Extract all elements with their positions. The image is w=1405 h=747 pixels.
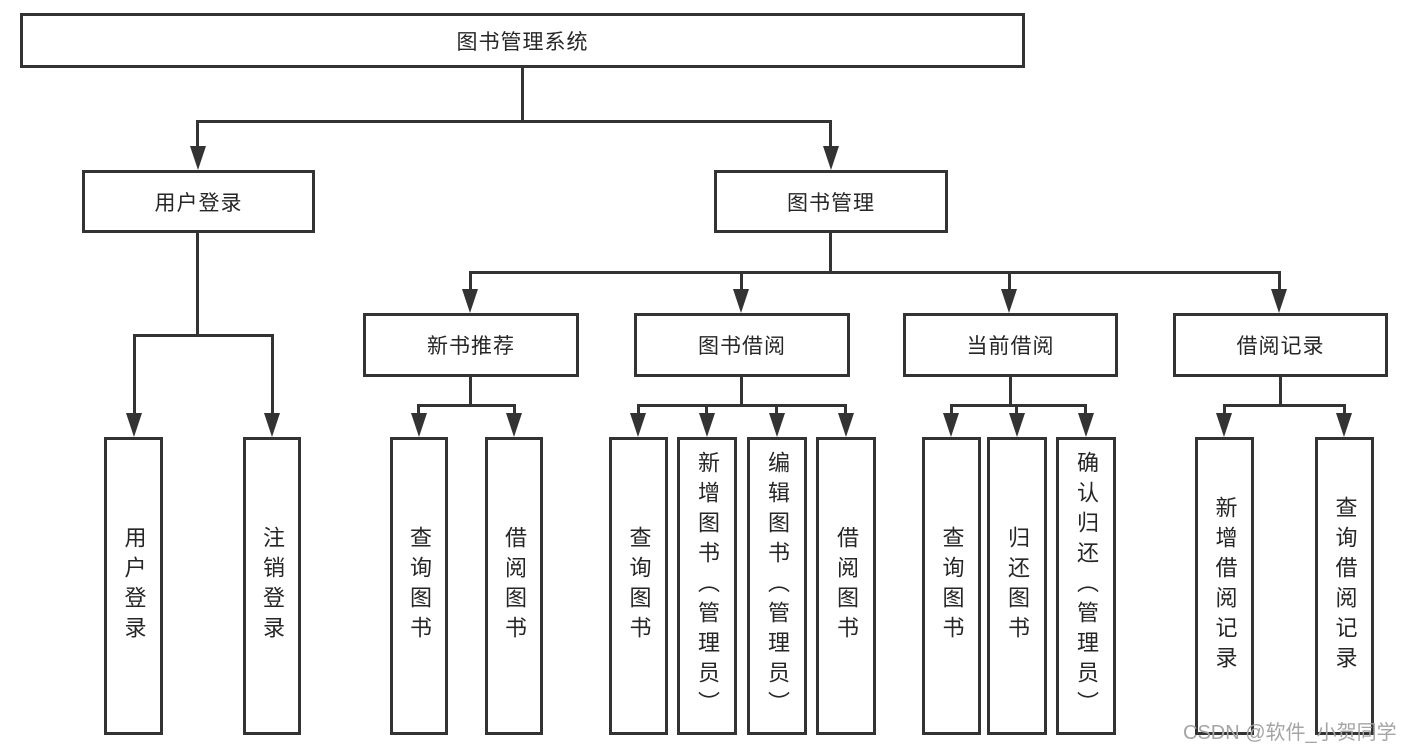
connector	[829, 120, 832, 148]
leaf-query-books-borrowing: 查询图书	[609, 437, 668, 735]
node-label: 借阅图书	[834, 526, 859, 646]
node-label: 编辑图书（管理员）	[765, 451, 790, 721]
node-current-borrowing: 当前借阅	[903, 313, 1118, 377]
arrowhead	[699, 413, 715, 437]
leaf-borrow-books: 借阅图书	[816, 437, 876, 735]
connector	[196, 232, 199, 336]
node-label: 查询图书	[626, 526, 652, 646]
arrowhead	[1078, 413, 1094, 437]
connector	[740, 271, 743, 293]
node-label: 用户登录	[121, 526, 147, 646]
connector	[950, 404, 953, 416]
node-label: 新书推荐	[427, 335, 515, 358]
node-new-book-recommend: 新书推荐	[363, 313, 579, 377]
arrowhead	[1001, 289, 1017, 313]
node-label: 新增借阅记录	[1212, 496, 1238, 676]
connector	[637, 404, 847, 407]
connector	[705, 404, 708, 416]
leaf-query-books-recommend: 查询图书	[390, 437, 448, 735]
connector	[637, 404, 640, 416]
arrowhead	[264, 413, 280, 437]
arrowhead	[943, 413, 959, 437]
node-label: 借阅记录	[1236, 335, 1325, 358]
leaf-logout-login: 注销登录	[243, 437, 301, 735]
connector	[417, 404, 516, 407]
node-label: 查询图书	[939, 526, 965, 646]
connector	[271, 334, 274, 416]
leaf-query-books-current: 查询图书	[922, 437, 981, 735]
connector	[775, 404, 778, 416]
connector	[521, 66, 524, 123]
leaf-edit-books-admin: 编辑图书（管理员）	[747, 437, 807, 735]
connector	[829, 232, 832, 274]
connector	[469, 375, 472, 407]
node-user-login: 用户登录	[82, 170, 315, 233]
node-book-management: 图书管理	[714, 170, 948, 233]
leaf-query-borrow-record: 查询借阅记录	[1315, 437, 1374, 735]
connector	[513, 404, 516, 416]
arrowhead	[506, 413, 522, 437]
node-label: 图书借阅	[698, 335, 786, 358]
connector	[196, 120, 199, 148]
connector	[133, 334, 136, 416]
connector	[133, 334, 274, 337]
leaf-add-books-admin: 新增图书（管理员）	[677, 437, 737, 735]
connector	[469, 271, 1281, 274]
leaf-confirm-return-admin: 确认归还（管理员）	[1056, 437, 1116, 735]
node-label: 查询借阅记录	[1332, 496, 1358, 676]
connector	[1084, 404, 1087, 416]
connector	[1223, 404, 1226, 416]
arrowhead	[126, 413, 142, 437]
node-label: 借阅图书	[502, 526, 527, 646]
connector	[417, 404, 420, 416]
arrowhead	[1336, 413, 1352, 437]
node-label: 归还图书	[1005, 526, 1030, 646]
node-label: 查询图书	[407, 526, 432, 646]
node-label: 图书管理系统	[456, 30, 589, 54]
connector	[1008, 271, 1011, 293]
connector	[469, 271, 472, 293]
csdn-watermark: CSDN @软件_小贺同学	[1183, 722, 1397, 744]
node-borrow-records: 借阅记录	[1173, 313, 1388, 377]
connector	[1278, 271, 1281, 293]
leaf-add-borrow-record: 新增借阅记录	[1195, 437, 1254, 735]
connector	[950, 404, 1087, 407]
node-label: 注销登录	[260, 526, 285, 646]
arrowhead	[838, 413, 854, 437]
arrowhead	[411, 413, 427, 437]
connector	[1009, 375, 1012, 407]
node-label: 当前借阅	[966, 335, 1055, 358]
connector	[1223, 404, 1346, 407]
arrowhead	[823, 146, 839, 170]
connector	[1343, 404, 1346, 416]
arrowhead	[630, 413, 646, 437]
leaf-return-books: 归还图书	[987, 437, 1047, 735]
connector	[1015, 404, 1018, 416]
connector	[1279, 375, 1282, 407]
leaf-borrow-books-recommend: 借阅图书	[485, 437, 543, 735]
node-label: 图书管理	[787, 191, 875, 215]
leaf-user-login: 用户登录	[104, 437, 163, 735]
node-label: 确认归还（管理员）	[1074, 451, 1099, 721]
arrowhead	[1009, 413, 1025, 437]
node-book-borrowing: 图书借阅	[634, 313, 850, 377]
connector	[740, 375, 743, 407]
arrowhead	[1271, 289, 1287, 313]
connector	[196, 120, 832, 123]
arrowhead	[733, 289, 749, 313]
connector	[844, 404, 847, 416]
arrowhead	[190, 146, 206, 170]
arrowhead	[769, 413, 785, 437]
node-library-system: 图书管理系统	[20, 13, 1025, 68]
arrowhead	[1216, 413, 1232, 437]
node-label: 新增图书（管理员）	[695, 451, 720, 721]
node-label: 用户登录	[154, 191, 243, 215]
arrowhead	[462, 289, 478, 313]
